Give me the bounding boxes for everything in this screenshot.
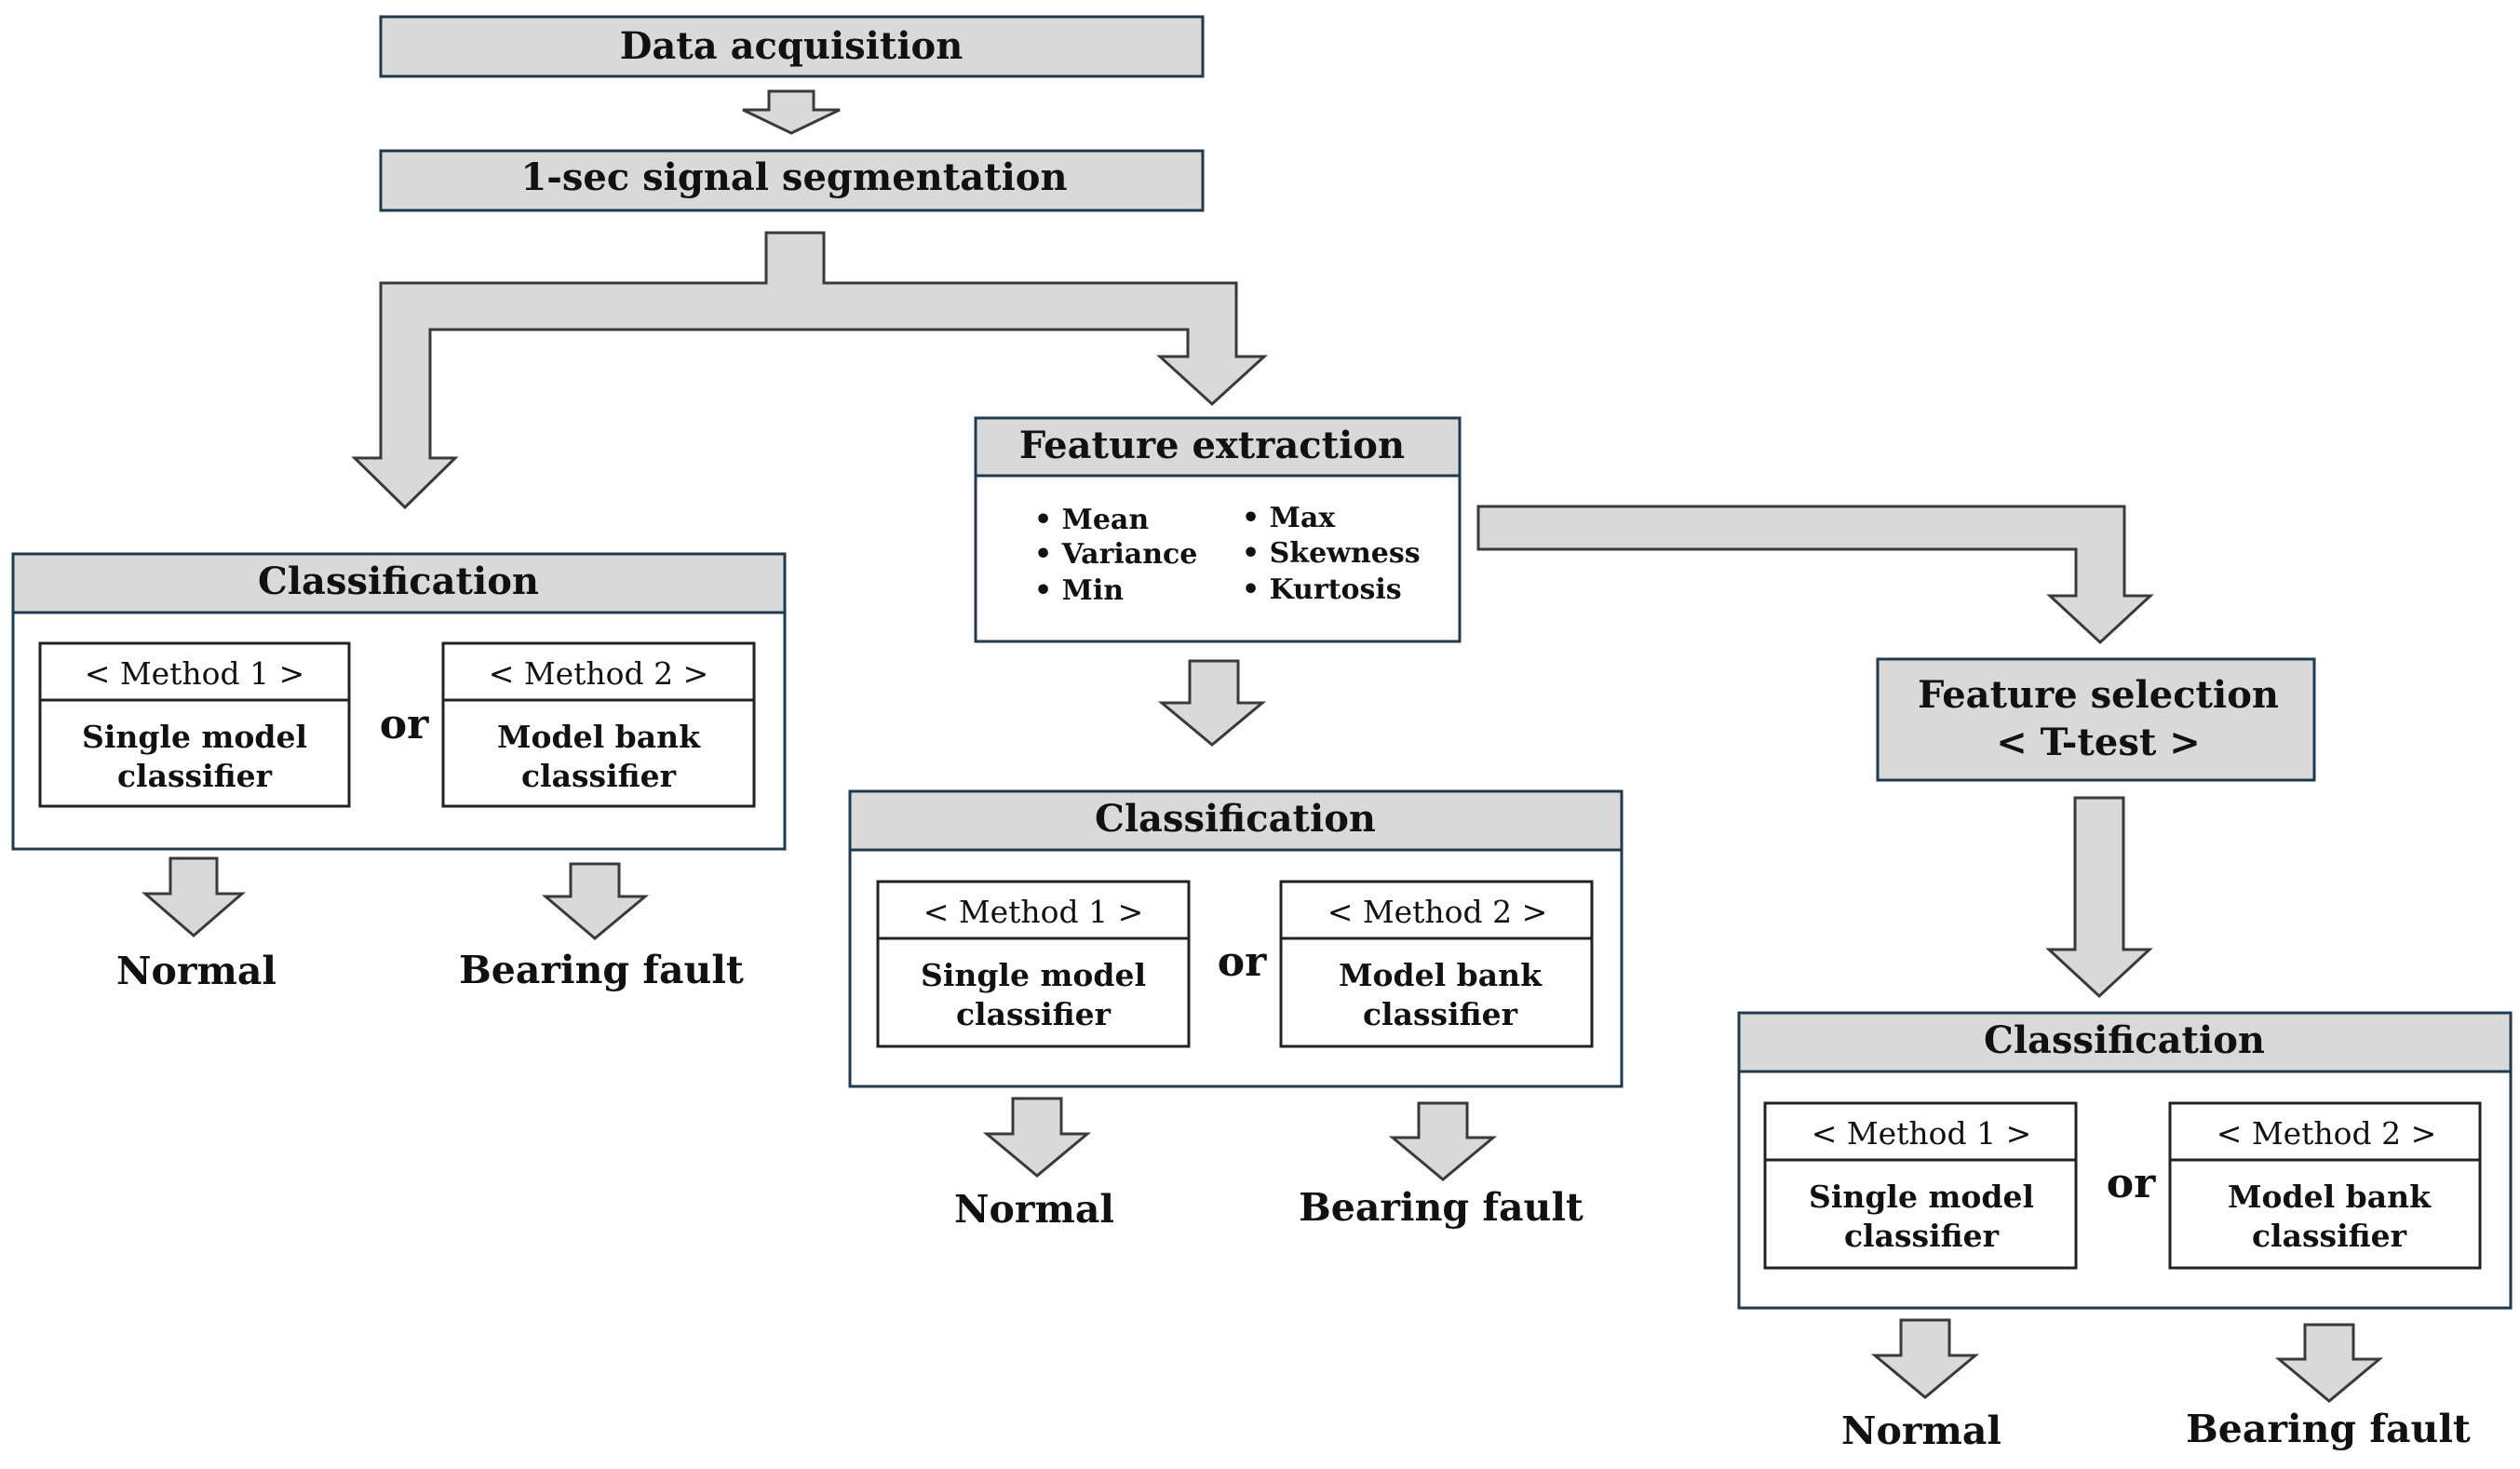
down-arrow [541, 862, 650, 940]
feature-extraction-title: Feature extraction [1019, 424, 1405, 467]
method-2-name: Model bank [2228, 1179, 2432, 1215]
method-1-label: < Method 1 > [85, 655, 305, 692]
or-label: or [1218, 938, 1267, 986]
method-1-name: Single model [921, 957, 1146, 993]
or-label: or [380, 701, 429, 748]
method-2-box: < Method 2 > Model bank classifier [441, 641, 756, 808]
output-bearing-fault: Bearing fault [1299, 1185, 1583, 1230]
classification-title: Classification [1095, 797, 1376, 841]
method-2-name-2: classifier [1363, 996, 1518, 1032]
method-2-label: < Method 2 > [1327, 894, 1548, 930]
down-arrow [141, 856, 247, 937]
down-arrow [1870, 1318, 1980, 1399]
down-arrow [982, 1097, 1092, 1178]
method-1-box: < Method 1 > Single model classifier [38, 641, 351, 808]
down-arrow [2045, 796, 2153, 999]
method-2-label: < Method 2 > [2217, 1115, 2437, 1152]
method-1-label: < Method 1 > [1812, 1115, 2032, 1152]
or-label: or [2107, 1160, 2156, 1207]
output-normal: Normal [1841, 1408, 2001, 1453]
feature-item: • Variance [1034, 538, 1197, 571]
bent-arrow [1476, 505, 2154, 645]
method-1-name-2: classifier [117, 758, 273, 794]
method-1-name-2: classifier [956, 996, 1112, 1032]
method-1-box: < Method 1 > Single model classifier [1763, 1101, 2078, 1270]
method-2-name-2: classifier [2252, 1218, 2407, 1254]
output-bearing-fault: Bearing fault [459, 948, 744, 992]
method-1-name-2: classifier [1844, 1218, 2000, 1254]
method-2-label: < Method 2 > [489, 655, 709, 692]
feature-extraction-box: Feature extraction • Mean • Variance • M… [974, 416, 1462, 643]
feature-item: • Max [1242, 502, 1336, 534]
feature-item: • Kurtosis [1242, 573, 1402, 606]
branch-arrow [351, 231, 1268, 510]
method-2-name-2: classifier [521, 758, 677, 794]
segmentation-label: 1-sec signal segmentation [520, 155, 1067, 199]
method-2-box: < Method 2 > Model bank classifier [2168, 1101, 2482, 1270]
classification-panel-left: Classification < Method 1 > Single model… [11, 552, 787, 851]
method-1-name: Single model [1809, 1179, 2034, 1215]
feature-selection-box: Feature selection < T-test > [1876, 657, 2316, 782]
data-acquisition-box: Data acquisition [379, 15, 1205, 78]
feature-item: • Min [1034, 574, 1124, 607]
classification-title: Classification [1984, 1018, 2265, 1062]
method-1-box: < Method 1 > Single model classifier [876, 880, 1191, 1048]
data-acquisition-label: Data acquisition [620, 24, 964, 68]
down-arrow [1157, 659, 1267, 747]
method-2-name: Model bank [497, 719, 701, 755]
classification-panel-right: Classification < Method 1 > Single model… [1737, 1011, 2513, 1310]
down-arrow [742, 89, 841, 135]
classification-panel-middle: Classification < Method 1 > Single model… [848, 789, 1624, 1088]
down-arrow [2274, 1323, 2384, 1403]
segmentation-box: 1-sec signal segmentation [379, 149, 1205, 212]
down-arrow [1388, 1101, 1498, 1181]
method-1-name: Single model [82, 719, 307, 755]
output-normal: Normal [116, 949, 276, 993]
feature-selection-method: < T-test > [1996, 721, 2201, 764]
feature-item: • Skewness [1242, 537, 1421, 570]
classification-title: Classification [258, 559, 539, 603]
method-2-box: < Method 2 > Model bank classifier [1279, 880, 1594, 1048]
output-normal: Normal [954, 1187, 1114, 1232]
feature-item: • Mean [1034, 504, 1149, 536]
feature-selection-title: Feature selection [1918, 673, 2279, 717]
method-1-label: < Method 1 > [923, 894, 1144, 930]
output-bearing-fault: Bearing fault [2186, 1407, 2471, 1451]
method-2-name: Model bank [1339, 957, 1543, 993]
